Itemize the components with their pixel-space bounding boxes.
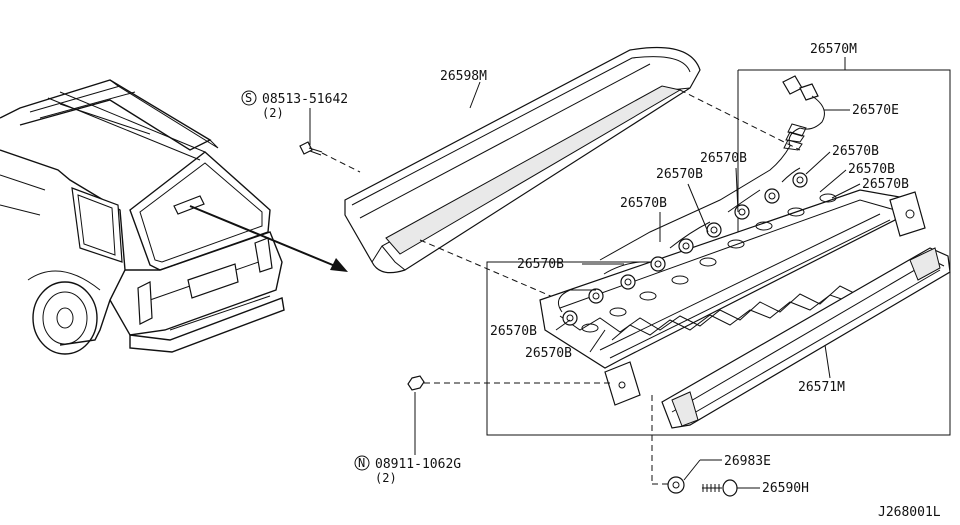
bulb-sockets: [557, 167, 837, 333]
label-26570b: 26570B: [848, 162, 895, 177]
bulb-socket: [650, 256, 689, 285]
lens-26571m: 26571M: [661, 247, 951, 429]
nut-prefix-symbol: N: [358, 456, 365, 470]
label-08513-51642: 08513-51642: [262, 92, 348, 107]
screw-callout: S 08513-51642 (2): [241, 90, 348, 145]
label-26570b: 26570B: [832, 144, 879, 159]
label-26571m: 26571M: [798, 380, 845, 395]
label-26570m: 26570M: [810, 42, 857, 57]
label-26590h: 26590H: [762, 481, 809, 496]
label-26570b: 26570B: [700, 151, 747, 166]
label-26570b: 26570B: [517, 257, 564, 272]
bulb-socket: [792, 172, 837, 203]
bulb-socket: [764, 188, 805, 217]
vehicle-illustration: [0, 79, 285, 355]
bulb-socket: [588, 288, 627, 317]
nut-part: [407, 375, 612, 455]
screw-part: [299, 141, 361, 173]
nut-qty-label: (2): [375, 471, 397, 485]
grommet-26983e: 26983E: [667, 454, 771, 494]
bulb-labels: 26570B 26570B 26570B 26570B 26570B 26570…: [490, 144, 909, 361]
diagram-id: J268001L: [878, 505, 941, 520]
label-26570b: 26570B: [656, 167, 703, 182]
bulb-socket: [678, 238, 717, 267]
assembly-box: 26570M: [486, 42, 951, 436]
label-26598m: 26598M: [440, 69, 487, 84]
harness-connector: 26570E: [599, 75, 899, 261]
screw-qty-label: (2): [262, 106, 284, 120]
label-26570b: 26570B: [525, 346, 572, 361]
bulb-socket: [620, 274, 657, 301]
bolt-26590h: 26590H: [702, 479, 809, 497]
label-26570b: 26570B: [862, 177, 909, 192]
bulb-socket: [562, 310, 599, 333]
label-26570b: 26570B: [620, 196, 667, 211]
label-26570e: 26570E: [852, 103, 899, 118]
label-08911-1062g: 08911-1062G: [375, 457, 461, 472]
bulb-socket: [734, 204, 773, 231]
label-26983e: 26983E: [724, 454, 771, 469]
label-26570b: 26570B: [490, 324, 537, 339]
nut-callout: N 08911-1062G (2): [354, 455, 461, 485]
cover-26598m: 26598M: [344, 46, 701, 274]
location-arrow: [189, 205, 348, 272]
screw-prefix-symbol: S: [245, 91, 252, 105]
lamp-housing: [539, 189, 926, 406]
